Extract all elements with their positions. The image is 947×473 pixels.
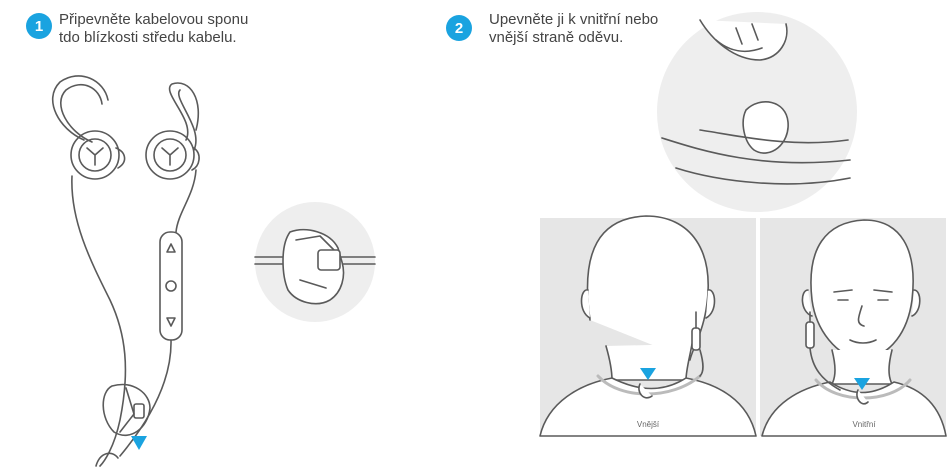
- clip-zoom-illustration: [255, 202, 375, 322]
- marker-triangle-1: [131, 436, 147, 450]
- front-view-illustration: [760, 218, 946, 436]
- back-view-caption: Vnější: [600, 420, 696, 429]
- back-view-illustration: [540, 216, 756, 436]
- front-view-caption: Vnitřní: [816, 420, 912, 429]
- earphones-illustration: [53, 76, 199, 466]
- clothing-zoom-illustration: [657, 12, 857, 212]
